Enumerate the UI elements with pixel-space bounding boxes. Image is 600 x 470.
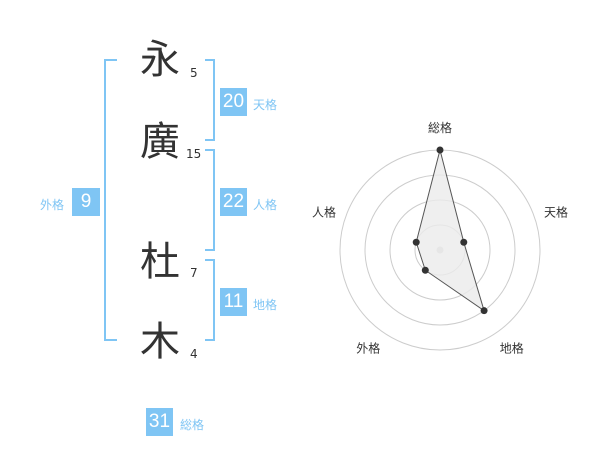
gaikaku-value: 9 xyxy=(72,188,100,216)
stroke-count-4: 4 xyxy=(190,347,198,361)
radar-axis-label: 総格 xyxy=(428,120,452,135)
tenkaku-label: 天格 xyxy=(253,98,278,112)
radar-point xyxy=(480,307,488,315)
stroke-count-3: 7 xyxy=(190,266,198,280)
stroke-count-2: 15 xyxy=(186,147,202,161)
outer-bracket xyxy=(104,59,117,341)
chikaku-label: 地格 xyxy=(253,298,278,312)
chikaku-bracket xyxy=(205,259,215,341)
stroke-count-1: 5 xyxy=(190,66,198,80)
radar-point xyxy=(421,266,429,274)
radar-point xyxy=(436,146,444,154)
chikaku-value: 11 xyxy=(220,288,247,316)
tenkaku-value: 20 xyxy=(220,88,247,116)
radar-polygon xyxy=(415,149,485,312)
radar-axis-label: 人格 xyxy=(312,204,336,219)
radar-axis-label: 地格 xyxy=(500,341,524,356)
soukaku-label: 総格 xyxy=(180,418,205,432)
name-char-4: 木 xyxy=(140,319,180,365)
name-char-2: 廣 xyxy=(140,119,180,165)
radar-axis-label: 天格 xyxy=(544,204,568,219)
name-char-3: 杜 xyxy=(140,239,180,285)
radar-point xyxy=(412,238,420,246)
jinkaku-label: 人格 xyxy=(253,198,278,212)
tenkaku-bracket xyxy=(205,59,215,141)
jinkaku-value: 22 xyxy=(220,188,247,216)
gaikaku-label: 外格 xyxy=(40,198,65,212)
name-char-1: 永 xyxy=(140,37,180,83)
jinkaku-bracket xyxy=(205,149,215,251)
soukaku-value: 31 xyxy=(146,408,173,436)
radar-axis-label: 外格 xyxy=(356,341,380,356)
radar-point xyxy=(460,238,468,246)
